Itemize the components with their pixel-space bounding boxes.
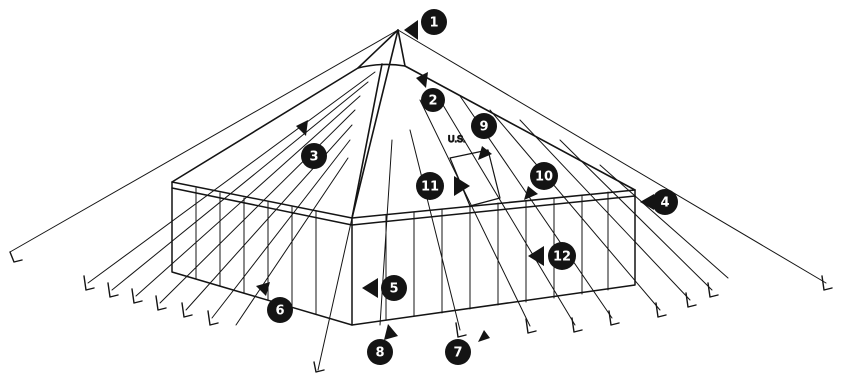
- callout-8-arrow-up-icon: 8: [367, 324, 398, 365]
- guy-lines: [10, 30, 826, 370]
- callout-11-arrow-right-icon: 11: [416, 172, 470, 200]
- svg-text:11: 11: [421, 180, 439, 195]
- svg-text:1: 1: [429, 16, 438, 31]
- callout-1-arrow-left-icon: 1: [404, 9, 447, 40]
- svg-text:6: 6: [275, 304, 284, 319]
- callout-6-arrow-up-left-icon: 6: [256, 282, 293, 323]
- svg-text:5: 5: [389, 282, 398, 297]
- callout-2-arrow-up-icon: 2: [416, 72, 445, 112]
- callout-7-arrow-up-right-icon: 7: [445, 330, 490, 365]
- us-marking: U.S.: [448, 134, 466, 144]
- callout-10-arrow-down-left-icon: 10: [524, 162, 558, 200]
- svg-text:9: 9: [479, 120, 488, 135]
- svg-text:3: 3: [309, 150, 318, 165]
- svg-text:7: 7: [453, 346, 462, 361]
- callout-4-arrow-left-icon: 4: [640, 189, 678, 215]
- svg-text:8: 8: [375, 346, 384, 361]
- svg-text:10: 10: [535, 170, 553, 185]
- ground-stakes: [10, 252, 832, 372]
- callout-5-arrow-left-icon: 5: [362, 275, 407, 301]
- callout-12-arrow-left-icon: 12: [528, 242, 576, 270]
- callouts: 1 2 3 4 5 6 7: [256, 9, 678, 365]
- svg-text:2: 2: [428, 94, 437, 109]
- wall-seams: [196, 188, 608, 320]
- svg-text:4: 4: [660, 196, 669, 211]
- tent-roof: [172, 30, 635, 218]
- door-flap: U.S.: [448, 134, 500, 206]
- svg-text:12: 12: [553, 250, 571, 265]
